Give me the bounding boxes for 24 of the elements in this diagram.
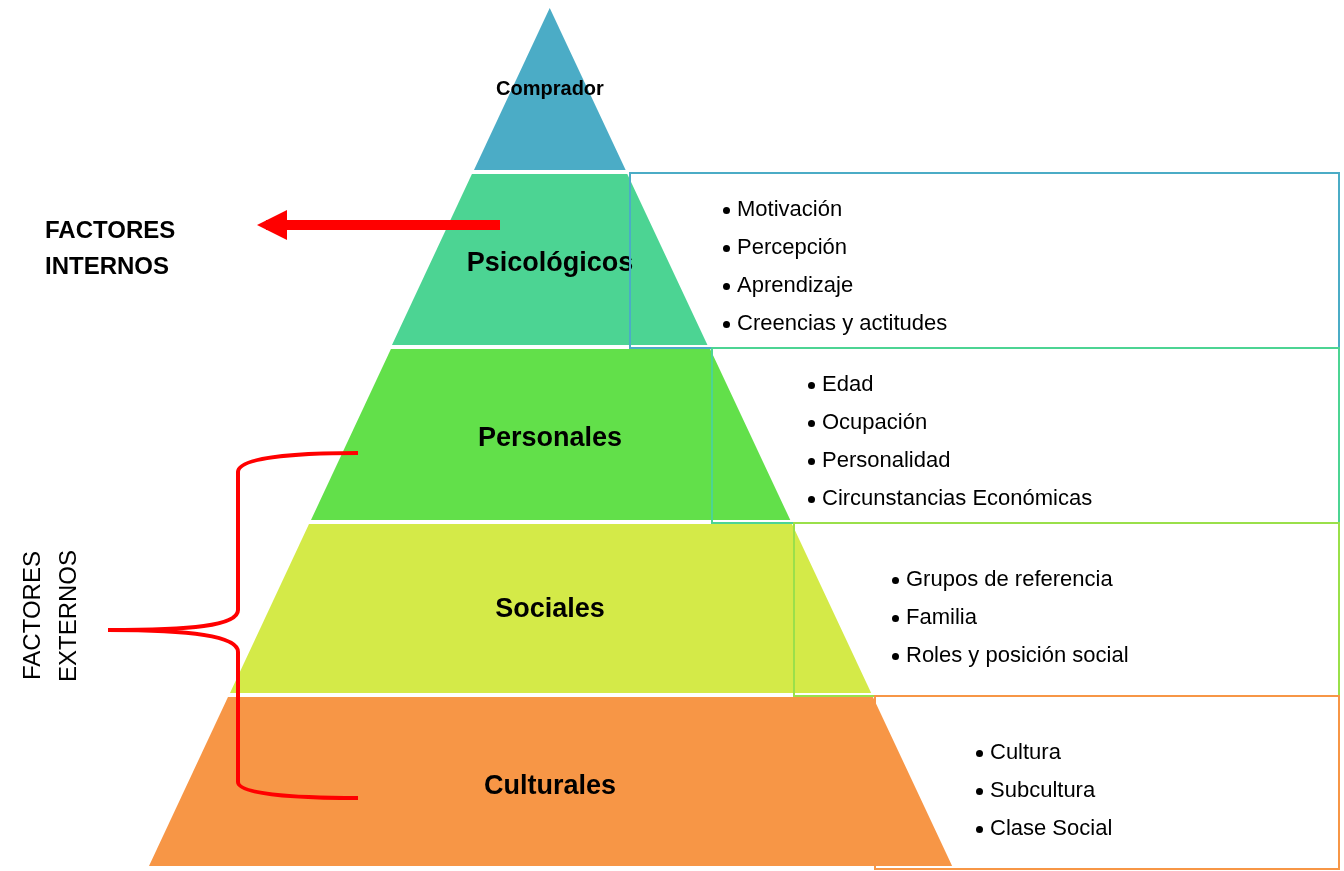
list-item: Roles y posición social bbox=[906, 642, 1129, 667]
list-item: Grupos de referencia bbox=[906, 566, 1113, 591]
arrow bbox=[257, 210, 500, 240]
list-item: Subcultura bbox=[990, 777, 1096, 802]
side-heading: FACTORES INTERNOS bbox=[45, 212, 262, 284]
list-item: Percepción bbox=[737, 234, 848, 259]
list-item: Motivación bbox=[737, 196, 843, 221]
list-item: Personalidad bbox=[822, 447, 951, 472]
list-item: Creencias y actitudes bbox=[737, 310, 948, 335]
tier-label: Sociales bbox=[495, 592, 605, 624]
list-item: Cultura bbox=[990, 739, 1061, 764]
list-item: Clase Social bbox=[990, 815, 1113, 840]
tier-label: Personales bbox=[477, 421, 623, 453]
list-item: Ocupación bbox=[822, 409, 928, 434]
list-panel bbox=[711, 347, 1340, 524]
list-item: Aprendizaje bbox=[737, 272, 854, 297]
list-item: Familia bbox=[906, 604, 977, 629]
list-panel bbox=[874, 695, 1340, 870]
tier-label: Psicológicos bbox=[466, 246, 634, 278]
list-item: Circunstancias Económicas bbox=[822, 485, 1093, 510]
tier-label: Culturales bbox=[483, 769, 616, 801]
side-heading: FACTORES EXTERNOS bbox=[17, 549, 82, 684]
list-panel bbox=[793, 522, 1340, 697]
list-item: Edad bbox=[822, 371, 874, 396]
